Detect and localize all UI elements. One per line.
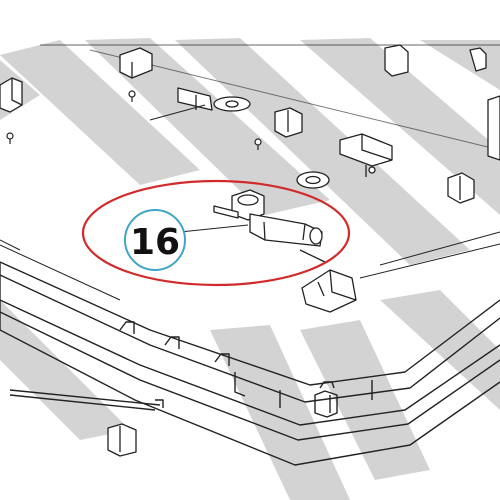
frame-outline	[0, 44, 500, 466]
callout-circle	[124, 209, 186, 271]
actuator-motor-part	[213, 189, 326, 263]
screw-icons	[6, 90, 262, 150]
highlight-ellipse	[81, 179, 351, 287]
leader-lines	[0, 104, 249, 251]
callout-number: 16	[130, 222, 180, 263]
part-callout: 16	[124, 209, 186, 271]
component-parts	[0, 44, 500, 457]
watermark-bands	[0, 38, 500, 500]
